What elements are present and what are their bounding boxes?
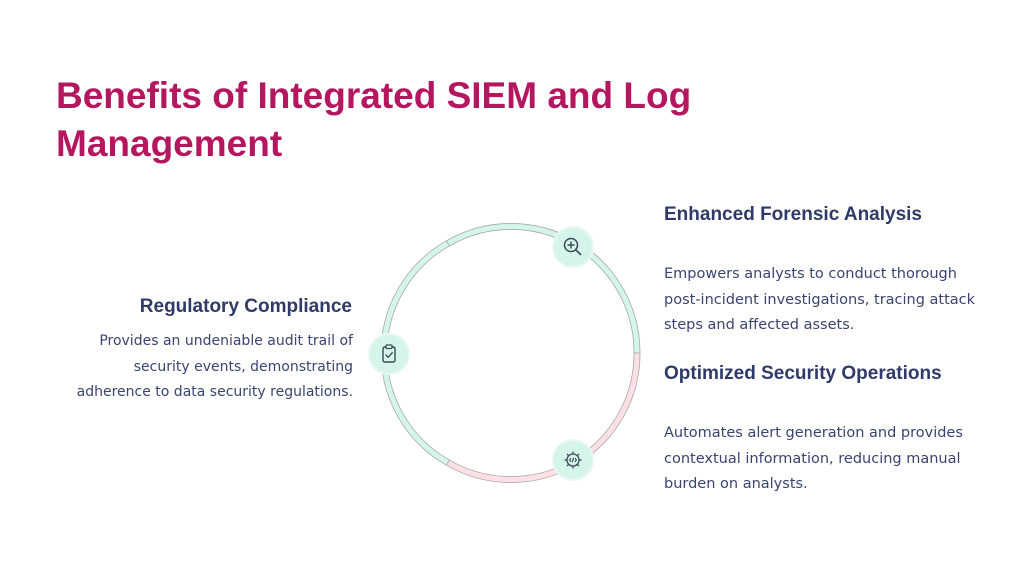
gear-code-icon: [552, 439, 594, 481]
page-title: Benefits of Integrated SIEM and Log Mana…: [56, 75, 692, 164]
benefit-heading: Enhanced Forensic Analysis: [664, 204, 922, 225]
benefit-description: Automates alert generation and provides …: [664, 425, 963, 492]
zoom-in-icon: [552, 226, 594, 268]
cycle-diagram: [368, 223, 641, 483]
benefit-heading: Regulatory Compliance: [139, 296, 352, 317]
ring: [380, 223, 641, 483]
ring-segment-green-top: [445, 223, 641, 354]
clipboard-check-icon: [368, 333, 410, 375]
benefit-description: Provides an undeniable audit trail of se…: [76, 333, 353, 400]
ring-segment-pink-bottom: [445, 352, 641, 483]
benefit-heading: Optimized Security Operations: [664, 363, 942, 384]
ring-segment-green-left: [380, 240, 451, 466]
benefit-description: Empowers analysts to conduct thorough po…: [664, 266, 976, 333]
